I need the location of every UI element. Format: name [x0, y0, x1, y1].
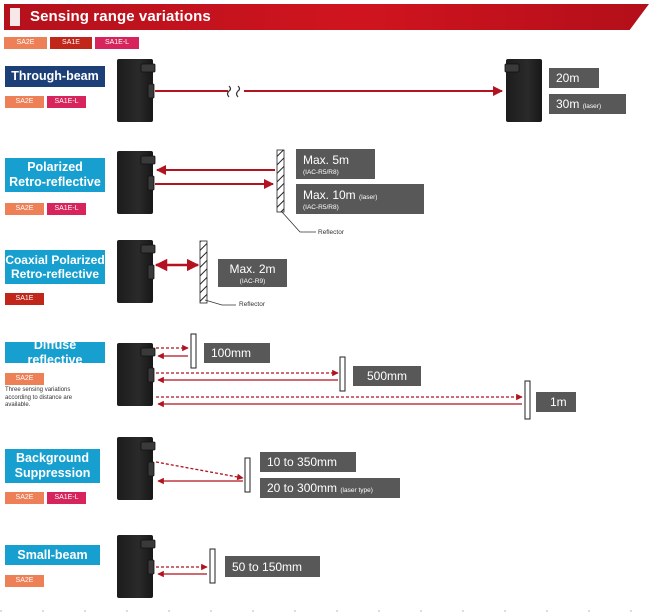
- diffuse-title: Diffuse reflective: [5, 338, 105, 367]
- diffuse-sensor: [117, 343, 153, 406]
- background-title-line2: Suppression: [14, 466, 91, 480]
- polarized-spec-laser-note: (laser): [359, 193, 378, 201]
- polarized-badge-sa2e: SA2E: [5, 203, 44, 215]
- coaxial-reflector-label: Reflector: [239, 301, 266, 308]
- through-beam-receiver: [506, 59, 542, 122]
- polarized-reflector-leader: [281, 211, 316, 233]
- background-arrows: [155, 461, 244, 485]
- coaxial-badge-sa1e: SA1E: [5, 293, 44, 305]
- diffuse-spec-100mm: 100mm: [204, 343, 270, 363]
- through-beam-title: Through-beam: [5, 66, 105, 87]
- small-beam-title: Small-beam: [5, 545, 100, 565]
- diffuse-spec-500mm: 500mm: [353, 366, 421, 386]
- through-beam-spec-range: 20m: [549, 68, 599, 88]
- through-beam-spec-laser: 30m (laser): [549, 94, 626, 114]
- section-header: [4, 4, 649, 30]
- diffuse-note-line3: available.: [5, 402, 31, 408]
- background-title-line1: Background: [16, 451, 89, 465]
- small-beam-target: [209, 548, 216, 584]
- coaxial-title-line1: Coaxial Polarized: [5, 252, 105, 267]
- diffuse-badge-sa2e: SA2E: [5, 373, 44, 385]
- background-spec-laser: 20 to 300mm (laser type): [260, 478, 400, 498]
- legend-badge-sa1e-l: SA1E-L: [95, 37, 139, 49]
- coaxial-title-line2: Retro-reflective: [10, 267, 100, 281]
- through-beam-badge-sa1e-l: SA1E-L: [47, 96, 86, 108]
- polarized-spec-laser-sub: (IAC-R5/R8): [303, 203, 339, 211]
- coaxial-spec-value: Max. 2m: [229, 261, 276, 276]
- diffuse-note-line1: Three sensing variations: [5, 387, 71, 393]
- through-beam-badge-sa2e: SA2E: [5, 96, 44, 108]
- legend-badge-sa2e: SA2E: [4, 37, 47, 49]
- coaxial-reflector-leader: [204, 299, 236, 306]
- diffuse-note-line2: according to distance are: [5, 394, 73, 401]
- coaxial-spec-range: Max. 2m (IAC-R9): [218, 259, 287, 287]
- small-beam-spec-range: 50 to 150mm: [225, 556, 320, 577]
- polarized-title-line1: Polarized: [27, 160, 83, 174]
- polarized-spec-sub: (IAC-R5/R8): [303, 168, 339, 176]
- coaxial-spec-sub: (IAC-R9): [239, 277, 266, 285]
- header-accent-icon: [10, 8, 20, 26]
- diffuse-note: Three sensing variations according to di…: [5, 387, 105, 410]
- coaxial-sensor: [117, 240, 153, 303]
- diffuse-spec-1m: 1m: [536, 392, 576, 412]
- polarized-spec-laser-value: Max. 10m: [303, 187, 356, 202]
- background-sensor: [117, 437, 153, 500]
- background-badge-sa1e-l: SA1E-L: [47, 492, 86, 504]
- section-title: Sensing range variations: [30, 8, 211, 25]
- polarized-title-line2: Retro-reflective: [9, 175, 101, 189]
- through-beam-spec-laser-value: 30m: [556, 97, 580, 111]
- background-spec-laser-value: 20 to 300mm: [267, 481, 338, 495]
- background-badge-sa2e: SA2E: [5, 492, 44, 504]
- coaxial-reflector: [199, 240, 208, 304]
- coaxial-title: Coaxial Polarized Retro-reflective: [5, 250, 105, 284]
- background-spec-laser-note: (laser type): [340, 487, 373, 494]
- polarized-arrows: [155, 165, 275, 189]
- through-beam-spec-value: 20m: [556, 71, 580, 85]
- small-beam-arrows: [156, 563, 208, 578]
- background-spec-range: 10 to 350mm: [260, 452, 356, 472]
- small-beam-badge-sa2e: SA2E: [5, 575, 44, 587]
- polarized-reflector-label: Reflector: [318, 229, 345, 236]
- polarized-spec-range: Max. 5m (IAC-R5/R8): [296, 149, 375, 179]
- polarized-spec-value: Max. 5m: [303, 152, 350, 167]
- small-beam-sensor: [117, 535, 153, 598]
- polarized-sensor: [117, 151, 153, 214]
- polarized-reflector: [276, 149, 285, 213]
- legend-badge-sa1e: SA1E: [50, 37, 92, 49]
- polarized-title: Polarized Retro-reflective: [5, 158, 105, 192]
- through-beam-emitter: [117, 59, 153, 122]
- polarized-spec-laser: Max. 10m (laser) (IAC-R5/R8): [296, 184, 424, 214]
- background-title: Background Suppression: [5, 449, 100, 483]
- break-mark-icon: [226, 85, 241, 98]
- through-beam-spec-laser-note: (laser): [582, 103, 602, 110]
- background-target: [244, 457, 251, 493]
- polarized-badge-sa1e-l: SA1E-L: [47, 203, 86, 215]
